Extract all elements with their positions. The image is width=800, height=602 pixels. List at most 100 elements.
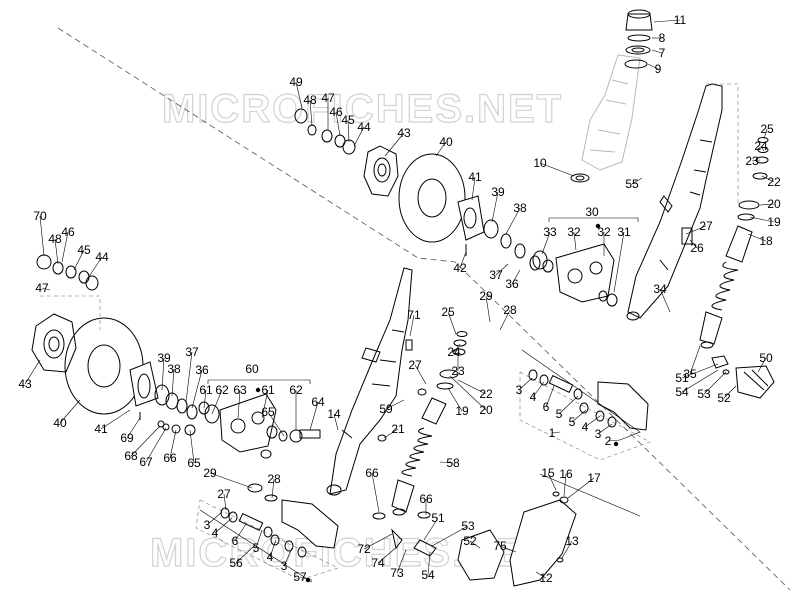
- callout-label-59: 3: [516, 383, 523, 397]
- callout-label-101: 56: [229, 556, 243, 570]
- callout-leader: [271, 478, 275, 499]
- callout-leader: [689, 239, 698, 249]
- callout-leader: [659, 288, 671, 313]
- callout-label-50: 40: [53, 416, 67, 430]
- callout-label-61: 6: [543, 400, 550, 414]
- cover-parts: [372, 355, 775, 587]
- callout-leader: [761, 175, 775, 183]
- fork-leg-right-assembly: [626, 83, 739, 321]
- callout-leader: [453, 343, 461, 353]
- callout-label-10: 45: [341, 113, 355, 127]
- callout-leader: [584, 415, 601, 428]
- callout-label-19: 24: [754, 139, 768, 153]
- callout-label-0: 11: [674, 13, 687, 27]
- callout-label-51: 71: [407, 308, 421, 322]
- callout-label-67: 1: [549, 426, 556, 440]
- callout-leader: [61, 231, 69, 263]
- group-marker-dot-1: [255, 387, 261, 393]
- callout-leader: [261, 389, 269, 419]
- callout-label-92: 29: [203, 466, 217, 480]
- callout-leader: [551, 431, 561, 434]
- callout-label-114: 75: [493, 539, 507, 553]
- callout-leader: [309, 401, 319, 431]
- callout-label-52: 25: [441, 305, 455, 319]
- callout-label-36: 28: [503, 303, 517, 317]
- front-hub-top: [294, 108, 541, 271]
- callout-label-106: 13: [565, 534, 579, 548]
- callout-leader: [613, 231, 625, 293]
- callout-label-66: 2: [605, 434, 612, 448]
- callout-label-63: 5: [569, 415, 576, 429]
- callout-label-47: 44: [95, 250, 109, 264]
- callout-leader: [73, 249, 85, 271]
- callout-leader: [563, 473, 567, 497]
- callout-leader: [459, 251, 467, 269]
- callout-label-11: 44: [357, 120, 371, 134]
- callout-leader: [749, 216, 775, 223]
- brake-caliper-left: [157, 393, 321, 459]
- callout-label-3: 9: [655, 62, 662, 76]
- callout-leader: [283, 547, 293, 567]
- callout-label-55: 27: [408, 358, 422, 372]
- callout-label-6: 49: [289, 75, 303, 89]
- group-marker-dot-3: [305, 577, 311, 583]
- callout-leader: [145, 427, 167, 463]
- callout-leader: [335, 111, 341, 137]
- callout-label-62: 5: [556, 407, 563, 421]
- callout-label-44: 46: [61, 225, 75, 239]
- shock-absorber-right: [699, 137, 769, 349]
- callout-leader: [485, 295, 491, 323]
- callout-leader: [760, 145, 765, 152]
- callout-leader: [189, 429, 195, 464]
- callout-label-78: 65: [261, 405, 275, 419]
- callout-label-70: 37: [185, 345, 199, 359]
- callout-leader: [255, 529, 263, 549]
- callout-leader: [751, 159, 761, 162]
- callout-label-107: 51: [431, 511, 445, 525]
- steering-bearing-stack: [570, 9, 653, 183]
- callout-label-75: 63: [233, 383, 247, 397]
- link-assembly-left: [195, 483, 339, 581]
- callout-label-53: 24: [447, 345, 461, 359]
- callout-leader: [447, 311, 457, 335]
- callout-label-80: 14: [327, 407, 341, 421]
- callout-label-33: 36: [505, 277, 519, 291]
- callout-leader: [491, 191, 499, 223]
- callout-leader: [763, 128, 768, 140]
- callout-label-86: 65: [187, 456, 201, 470]
- callout-label-60: 4: [530, 390, 537, 404]
- callout-label-30: 32: [597, 225, 611, 239]
- callout-label-69: 38: [167, 362, 181, 376]
- callout-label-29: 32: [567, 225, 581, 239]
- callout-leader: [237, 389, 241, 419]
- group-marker-dot-0: [595, 223, 601, 229]
- callout-label-1: 8: [659, 31, 666, 45]
- callout-label-79: 64: [311, 395, 325, 409]
- callout-label-74: 60: [245, 362, 259, 376]
- callout-leader: [567, 477, 595, 499]
- callout-label-25: 27: [699, 219, 713, 233]
- callout-leader: [214, 517, 233, 534]
- callout-label-87: 59: [379, 402, 393, 416]
- callout-leader: [499, 309, 511, 331]
- callout-leader: [471, 176, 476, 201]
- callout-leader: [234, 523, 247, 542]
- callout-label-34: 34: [653, 282, 667, 296]
- callout-label-71: 36: [195, 363, 209, 377]
- callout-leader: [309, 99, 313, 127]
- callout-label-98: 5: [253, 541, 260, 555]
- callout-label-12: 43: [397, 126, 411, 140]
- callout-leader: [295, 81, 303, 109]
- callout-leader: [203, 389, 207, 409]
- callout-leader: [547, 472, 557, 491]
- callout-label-42: 50: [759, 351, 773, 365]
- callout-label-94: 27: [217, 487, 231, 501]
- callout-label-27: 30: [585, 205, 599, 219]
- callout-leader: [100, 409, 131, 430]
- callout-label-48: 47: [35, 281, 49, 295]
- callout-leader: [333, 413, 339, 431]
- callout-label-108: 53: [461, 519, 475, 533]
- callout-leader: [206, 511, 223, 526]
- callout-label-90: 66: [365, 466, 379, 480]
- callout-leader: [447, 387, 463, 412]
